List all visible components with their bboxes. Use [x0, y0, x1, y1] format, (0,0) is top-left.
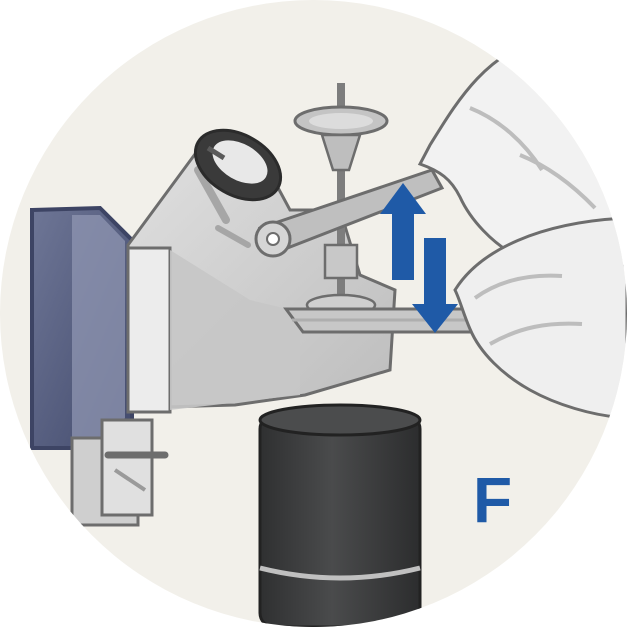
lower-wrench	[286, 309, 487, 332]
canister	[260, 405, 420, 627]
step-label: F	[473, 464, 512, 536]
left-lens-housing	[32, 208, 132, 448]
